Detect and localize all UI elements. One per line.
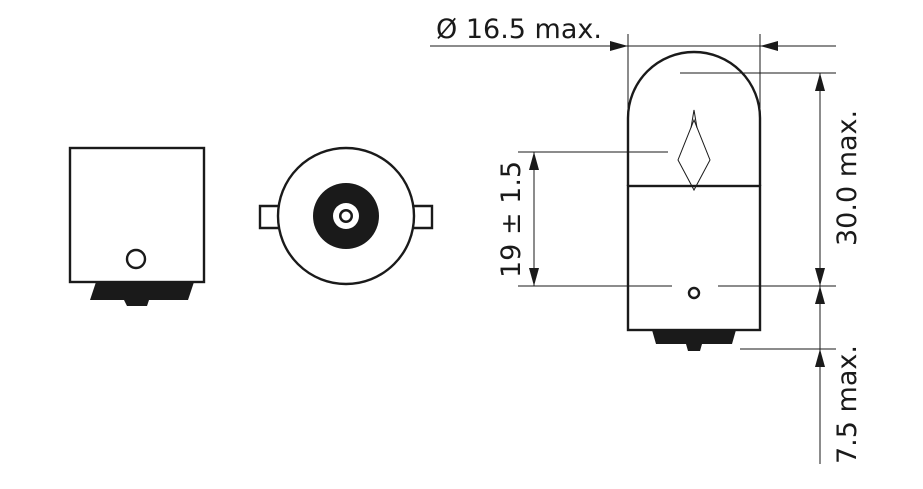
base-rim — [276, 146, 416, 286]
height-arrow-bottom — [815, 268, 825, 286]
pin-height-label: 19 ± 1.5 — [496, 161, 527, 278]
height-arrow-top — [815, 73, 825, 91]
lamp-bottom-contact — [652, 330, 736, 351]
pin-arrow-top — [529, 152, 539, 170]
filament — [677, 118, 711, 192]
bayonet-pin — [125, 248, 147, 270]
glass-bulb — [626, 50, 762, 186]
base-end-view — [258, 146, 434, 286]
pin-arrow-bottom — [529, 268, 539, 286]
base-arrow-bottom — [815, 349, 825, 367]
base-arrow-top — [815, 286, 825, 304]
pin-height-dimension: 19 ± 1.5 — [496, 151, 672, 287]
diameter-label: Ø 16.5 max. — [436, 14, 602, 45]
lamp-bayonet-pin — [687, 286, 701, 300]
center-contact — [341, 211, 351, 221]
lamp-base — [626, 184, 762, 332]
base-insulator-contact — [90, 282, 194, 306]
filament-support — [690, 109, 698, 129]
diameter-arrow-right — [760, 41, 778, 51]
height-dimension: 30.0 max. — [680, 72, 863, 287]
base-side-view — [68, 146, 206, 306]
base-length-dimension: 7.5 max. — [740, 286, 863, 464]
left-bayonet-lug — [258, 204, 278, 230]
base-sleeve — [68, 146, 206, 284]
right-bayonet-lug — [414, 204, 434, 230]
height-label: 30.0 max. — [832, 110, 863, 246]
lamp-side-view — [626, 50, 762, 351]
base-length-label: 7.5 max. — [832, 345, 863, 464]
diameter-dimension: Ø 16.5 max. — [430, 14, 836, 108]
diameter-arrow-left — [610, 41, 628, 51]
